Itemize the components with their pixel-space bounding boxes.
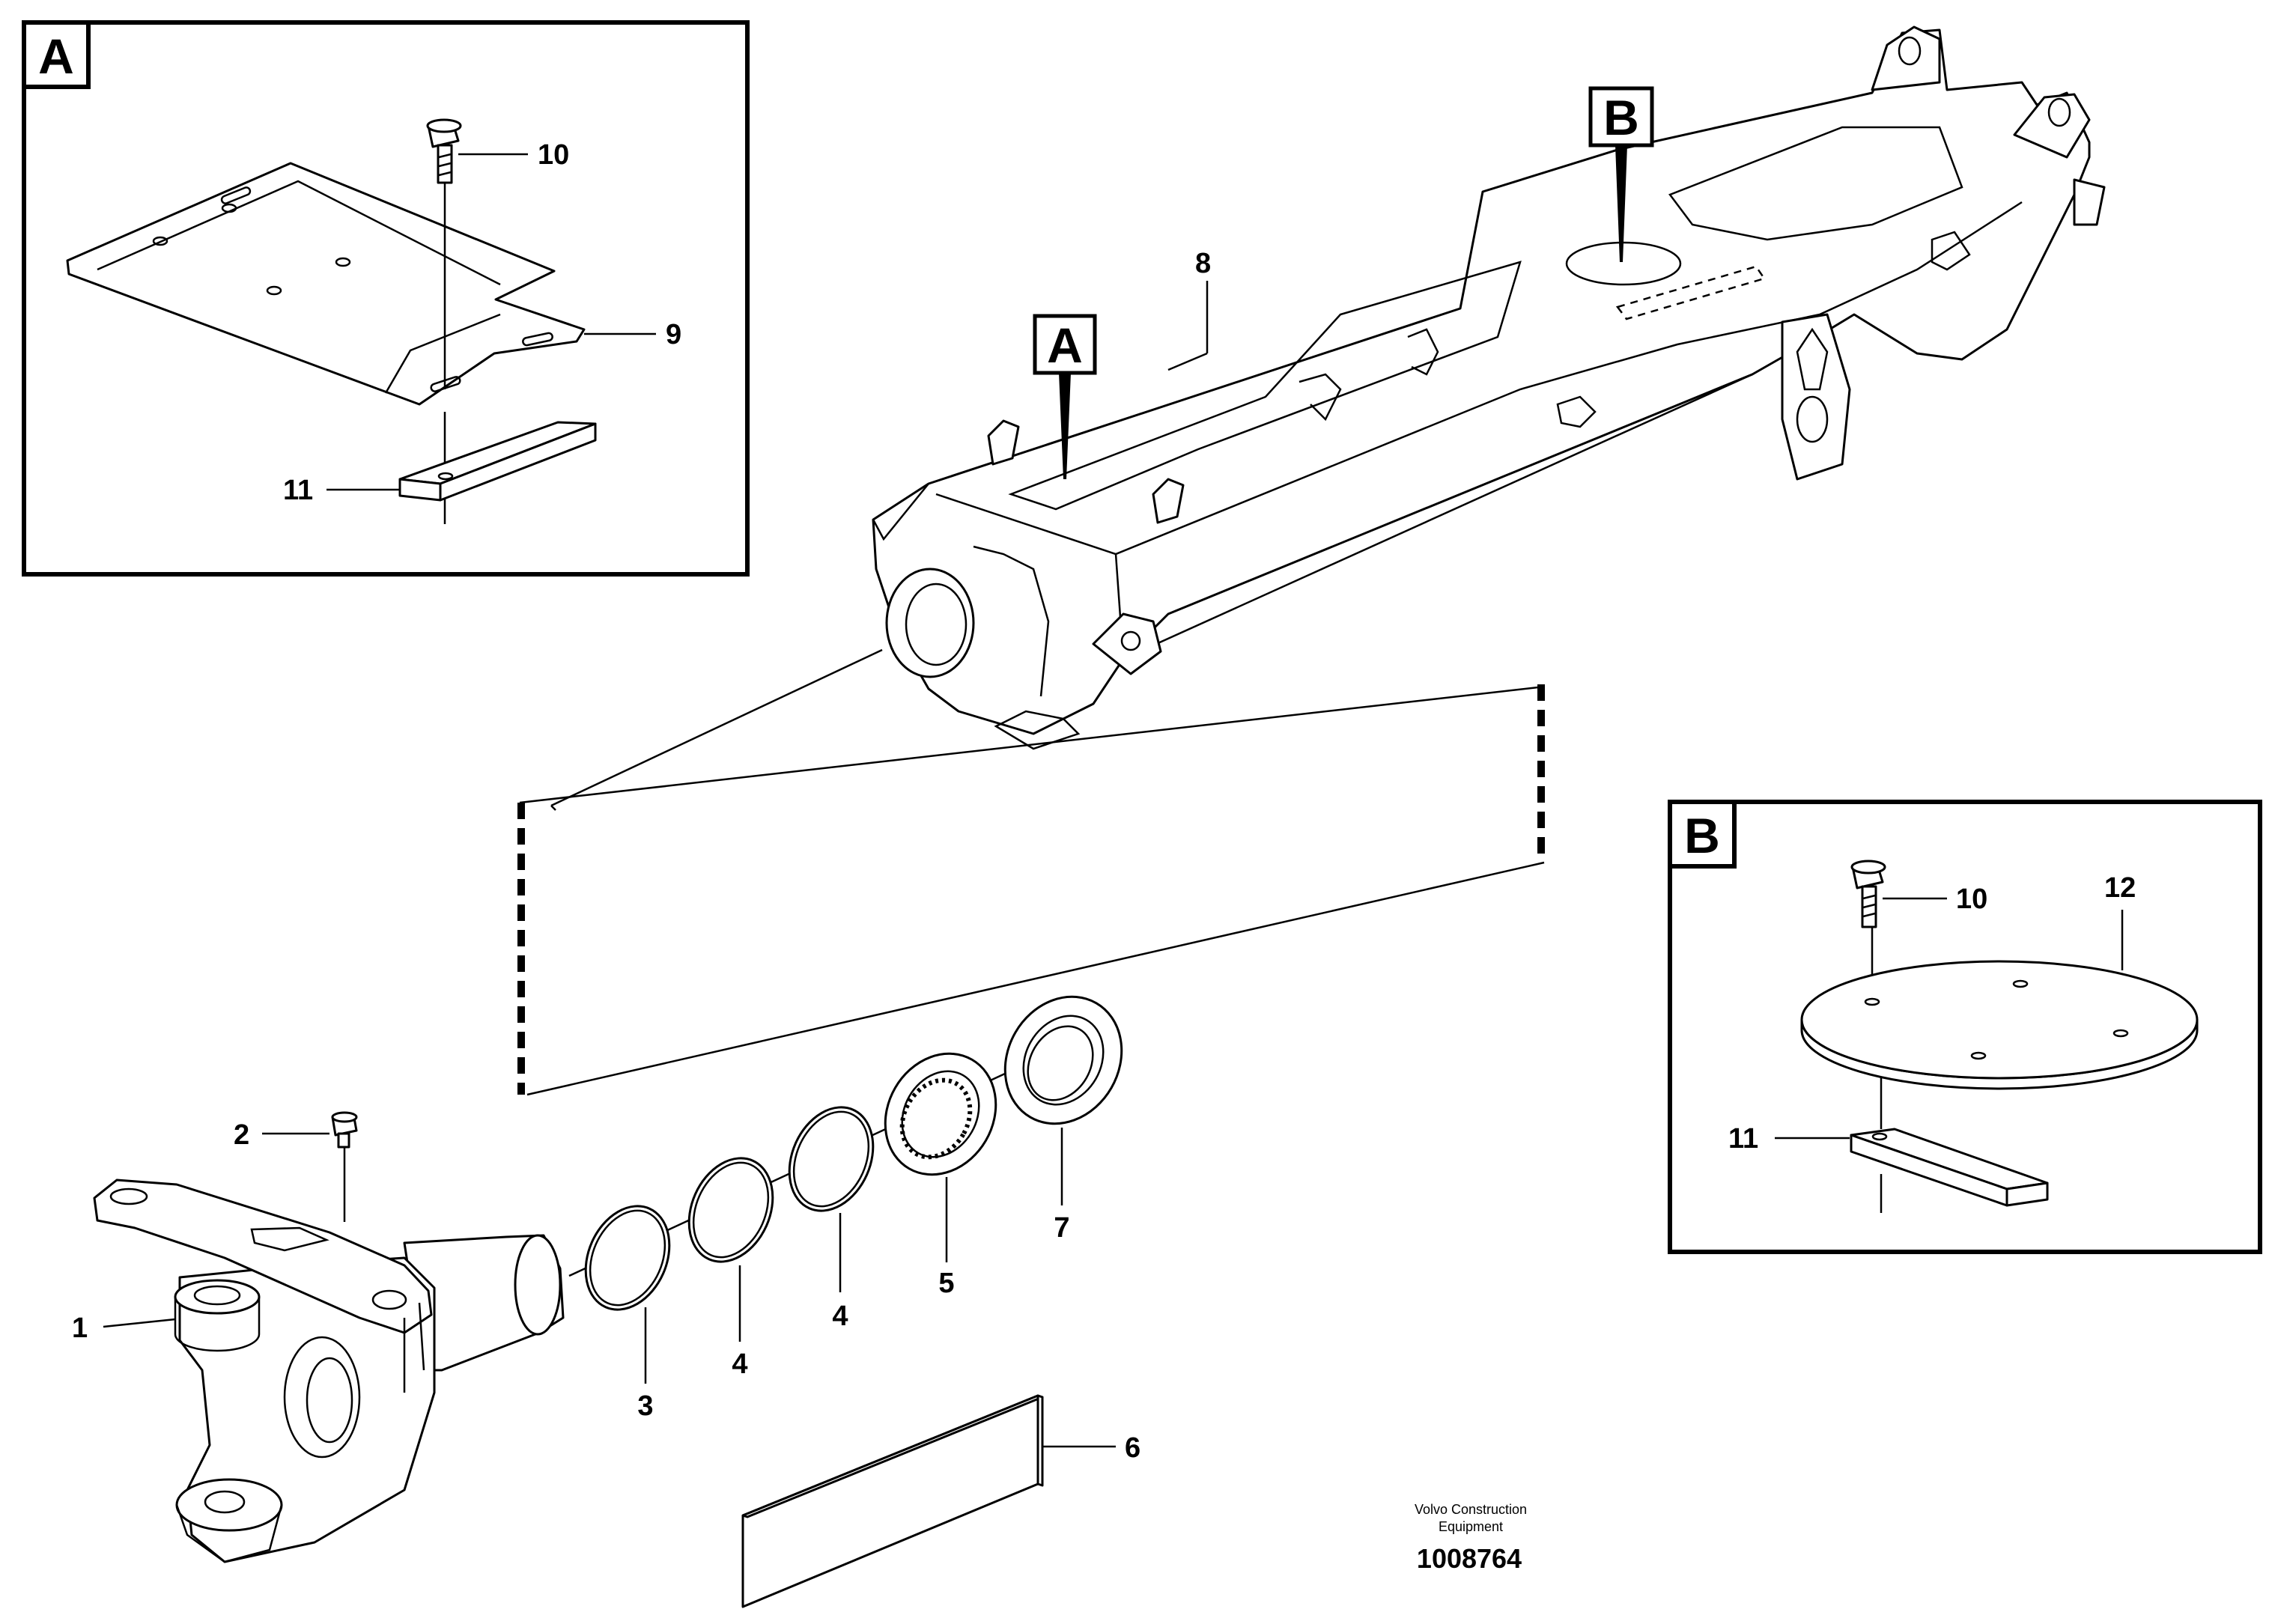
label-6: 6 [1125,1432,1140,1464]
svg-text:B: B [1603,90,1639,145]
seal-7 [1003,995,1123,1125]
label-8: 8 [1195,248,1211,279]
spacer-bar [398,421,597,502]
company-name-line2: Equipment [1439,1519,1503,1534]
label-1: 1 [72,1313,88,1344]
detail-a-frame [22,20,750,577]
detail-b-letter-box [1668,800,1737,869]
label-10-b: 10 [1956,884,1987,915]
bearing-5 [884,1052,997,1176]
bolt-2 [331,1111,358,1149]
drawing-number: 1008764 [1417,1543,1522,1574]
frame-callout-a: A [1033,314,1097,479]
detail-a-letter-box [22,20,91,89]
label-11-b: 11 [1728,1123,1758,1155]
ring-4b [788,1106,875,1212]
cover-disc [1800,960,2199,1090]
label-7: 7 [1054,1212,1069,1244]
break-bracket [517,684,1545,1096]
label-9: 9 [666,319,681,350]
shim-6 [741,1394,1044,1608]
flange-bolt [426,118,462,184]
label-11-a: 11 [283,475,313,506]
cover-plate [66,162,586,406]
detail-b-frame [1668,800,2262,1254]
axle-frame [872,25,2106,750]
detail-a-panel: A [22,20,750,577]
ring-3 [584,1205,671,1311]
detail-a-letter: A [38,28,74,84]
label-4-a: 4 [732,1348,747,1380]
company-name-line1: Volvo Construction [1415,1502,1527,1517]
label-5: 5 [938,1268,954,1299]
flange-bolt-b [1850,860,1886,928]
svg-text:A: A [1047,317,1083,373]
detail-b-panel: B 10 1 [1668,800,2262,1254]
label-12: 12 [2104,872,2136,904]
label-10-a: 10 [538,139,569,171]
label-4-b: 4 [832,1301,848,1332]
ring-4a [687,1157,774,1263]
label-3: 3 [637,1390,653,1422]
label-2: 2 [234,1119,249,1151]
spacer-bar-b [1850,1128,2049,1207]
steering-knuckle [93,1179,565,1563]
frame-callout-b: B [1588,86,1654,262]
detail-b-letter: B [1684,808,1720,863]
